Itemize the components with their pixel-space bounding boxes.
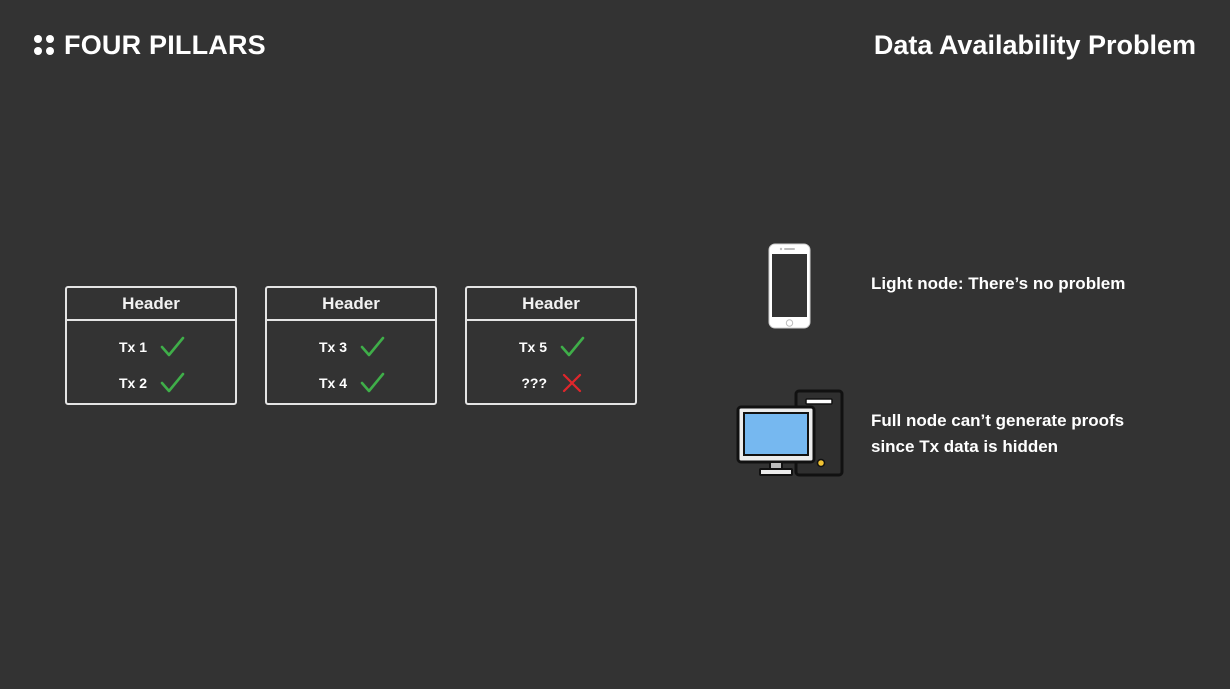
transaction-label: Tx 5 (518, 339, 547, 355)
slide-title: Data Availability Problem (873, 30, 1196, 60)
check-icon (360, 372, 385, 393)
desktop-computer-icon (736, 389, 844, 477)
four-dots-icon (34, 35, 54, 55)
transaction-row: Tx 3 (267, 329, 435, 365)
block-2: Header Tx 3 Tx 4 (265, 286, 437, 405)
transaction-row: ??? (467, 365, 635, 401)
block-header: Header (467, 288, 635, 321)
brand-name: FOUR PILLARS (64, 29, 266, 60)
check-icon (160, 372, 185, 393)
transaction-label: Tx 4 (318, 375, 347, 391)
transaction-label: Tx 1 (118, 339, 147, 355)
full-node-note-line: Full node can’t generate proofs (871, 411, 1125, 430)
check-icon (160, 336, 185, 357)
cross-icon (562, 373, 582, 393)
block-1: Header Tx 1 Tx 2 (65, 286, 237, 405)
transaction-label: Tx 2 (118, 375, 147, 391)
block-header: Header (67, 288, 235, 321)
transaction-label: ??? (521, 375, 547, 391)
block-header: Header (267, 288, 435, 321)
check-icon (360, 336, 385, 357)
smartphone-icon (768, 243, 811, 329)
transaction-row: Tx 4 (267, 365, 435, 401)
light-node-note: Light node: There’s no problem (871, 274, 1126, 293)
full-node-note: Full node can’t generate proofs since Tx… (871, 408, 1124, 460)
transaction-row: Tx 5 (467, 329, 635, 365)
transaction-row: Tx 2 (67, 365, 235, 401)
check-icon (560, 336, 585, 357)
full-node-note-line: since Tx data is hidden (871, 437, 1059, 456)
transaction-label: Tx 3 (318, 339, 347, 355)
block-3: Header Tx 5 ??? (465, 286, 637, 405)
transaction-row: Tx 1 (67, 329, 235, 365)
brand-logo: FOUR PILLARS (34, 28, 266, 62)
